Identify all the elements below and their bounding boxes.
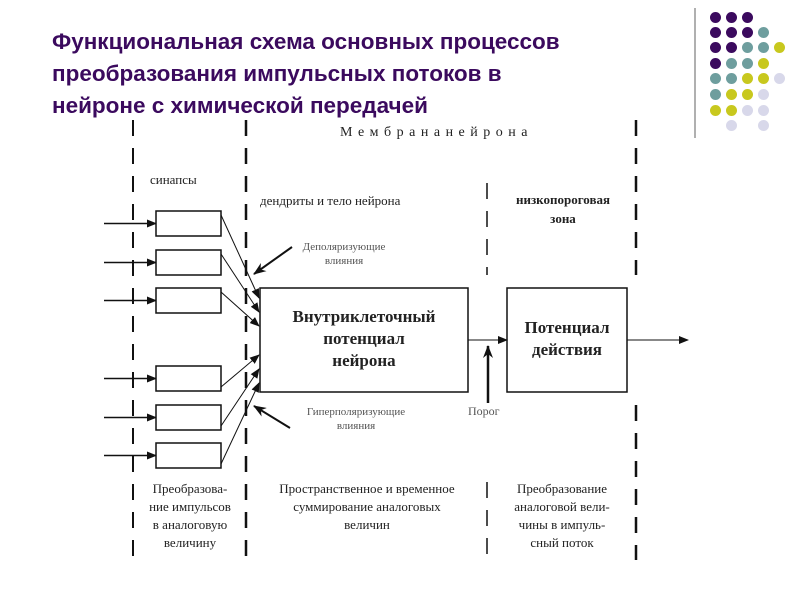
decorative-dot bbox=[726, 58, 737, 69]
process-analog-to-impulse-line-3: чины в импуль- bbox=[518, 517, 606, 532]
decorative-dot bbox=[726, 89, 737, 100]
decorative-dot bbox=[742, 12, 753, 23]
process-summation-line-3: величин bbox=[344, 517, 390, 532]
action-potential-box bbox=[506, 287, 628, 393]
process-impulse-to-analog-line-3: в аналоговую bbox=[152, 517, 228, 532]
decorative-dot bbox=[758, 89, 769, 100]
decorative-dot bbox=[774, 42, 785, 53]
decorative-divider bbox=[694, 8, 696, 138]
decorative-dot bbox=[726, 27, 737, 38]
title-line-3: нейроне с химической передачей bbox=[52, 93, 428, 118]
synapse-convergence-arrow bbox=[220, 214, 260, 299]
process-analog-to-impulse-line-1: Преобразование bbox=[516, 481, 608, 496]
depolarizing-label: Деполяризующие влияния bbox=[284, 240, 404, 268]
hyperpolarizing-label-line-1: Гиперполяризующие bbox=[306, 406, 406, 418]
decorative-dot bbox=[742, 73, 753, 84]
intracellular-potential-text: Внутриклеточный потенциал нейрона bbox=[260, 306, 468, 372]
process-summation-line-2: суммирование аналоговых bbox=[293, 499, 441, 514]
zone-label-low-threshold-line-1: низкопороговая bbox=[515, 192, 611, 207]
title-line-1: Функциональная схема основных процессов bbox=[52, 29, 560, 54]
process-analog-to-impulse: Преобразование аналоговой вели- чины в и… bbox=[492, 480, 632, 552]
process-impulse-to-analog-line-1: Преобразова- bbox=[152, 481, 228, 496]
title-line-2: преобразования импульсных потоков в bbox=[52, 61, 502, 86]
threshold-label: Порог bbox=[468, 404, 500, 418]
membrane-label: М е м б р а н а н е й р о н а bbox=[340, 125, 529, 140]
depolarizing-label-line-1: Деполяризующие bbox=[302, 241, 386, 253]
synapse-convergence-arrow bbox=[220, 368, 260, 427]
decorative-dot bbox=[710, 42, 721, 53]
decorative-dot bbox=[726, 105, 737, 116]
decorative-dot bbox=[710, 58, 721, 69]
synapse-box bbox=[155, 442, 222, 469]
zone-label-synapses: синапсы bbox=[150, 172, 197, 187]
intracellular-potential-box bbox=[259, 287, 469, 393]
intracellular-line-2: потенциал bbox=[323, 329, 405, 348]
process-impulse-to-analog-line-4: величину bbox=[163, 535, 217, 550]
action-potential-line-1: Потенциал bbox=[524, 318, 610, 337]
synapse-box bbox=[155, 249, 222, 276]
decorative-dot bbox=[710, 105, 721, 116]
decorative-dot bbox=[758, 105, 769, 116]
decorative-dot bbox=[726, 12, 737, 23]
decorative-dot bbox=[758, 58, 769, 69]
synapse-box bbox=[155, 365, 222, 392]
decorative-dot bbox=[710, 12, 721, 23]
decorative-dot bbox=[742, 42, 753, 53]
process-analog-to-impulse-line-2: аналоговой вели- bbox=[514, 499, 610, 514]
decorative-dot bbox=[758, 73, 769, 84]
process-analog-to-impulse-line-4: сный поток bbox=[530, 535, 594, 550]
hyperpolarizing-label-line-2: влияния bbox=[336, 420, 376, 432]
decorative-dot bbox=[758, 27, 769, 38]
slide-title: Функциональная схема основных процессов … bbox=[52, 26, 692, 122]
hyperpolarizing-label: Гиперполяризующие влияния bbox=[286, 405, 426, 433]
synapse-convergence-arrow bbox=[220, 253, 260, 313]
decorative-dot bbox=[742, 105, 753, 116]
decorative-dot bbox=[758, 42, 769, 53]
synapse-convergence-arrow bbox=[220, 291, 260, 327]
depolarizing-label-line-2: влияния bbox=[324, 255, 364, 267]
synapse-box bbox=[155, 210, 222, 237]
process-impulse-to-analog: Преобразова- ние импульсов в аналоговую … bbox=[135, 480, 245, 552]
decorative-dot bbox=[726, 42, 737, 53]
decorative-dot bbox=[758, 120, 769, 131]
process-impulse-to-analog-line-2: ние импульсов bbox=[149, 499, 231, 514]
decorative-dot bbox=[710, 27, 721, 38]
process-summation-line-1: Пространственное и временное bbox=[279, 481, 455, 496]
intracellular-line-3: нейрона bbox=[332, 351, 396, 370]
decorative-dot bbox=[742, 27, 753, 38]
zone-label-dendrites-body: дендриты и тело нейрона bbox=[260, 193, 401, 208]
zone-label-low-threshold-line-2: зона bbox=[550, 211, 576, 226]
decorative-dot bbox=[774, 73, 785, 84]
hyperpolarizing-arrow bbox=[253, 405, 291, 429]
zone-label-low-threshold: низкопороговая зона bbox=[496, 190, 630, 228]
intracellular-line-1: Внутриклеточный bbox=[292, 307, 436, 326]
process-summation: Пространственное и временное суммировани… bbox=[248, 480, 486, 534]
synapse-convergence-arrow bbox=[220, 382, 260, 465]
decorative-dot bbox=[710, 73, 721, 84]
action-potential-line-2: действия bbox=[531, 340, 602, 359]
synapse-box bbox=[155, 287, 222, 314]
synapse-box bbox=[155, 404, 222, 431]
decorative-dot bbox=[710, 89, 721, 100]
decorative-dot bbox=[726, 120, 737, 131]
action-potential-text: Потенциал действия bbox=[507, 317, 627, 361]
depolarizing-arrow bbox=[253, 246, 293, 275]
synapse-convergence-arrow bbox=[220, 354, 260, 388]
decorative-dot bbox=[726, 73, 737, 84]
decorative-dot bbox=[742, 58, 753, 69]
decorative-dot bbox=[742, 89, 753, 100]
